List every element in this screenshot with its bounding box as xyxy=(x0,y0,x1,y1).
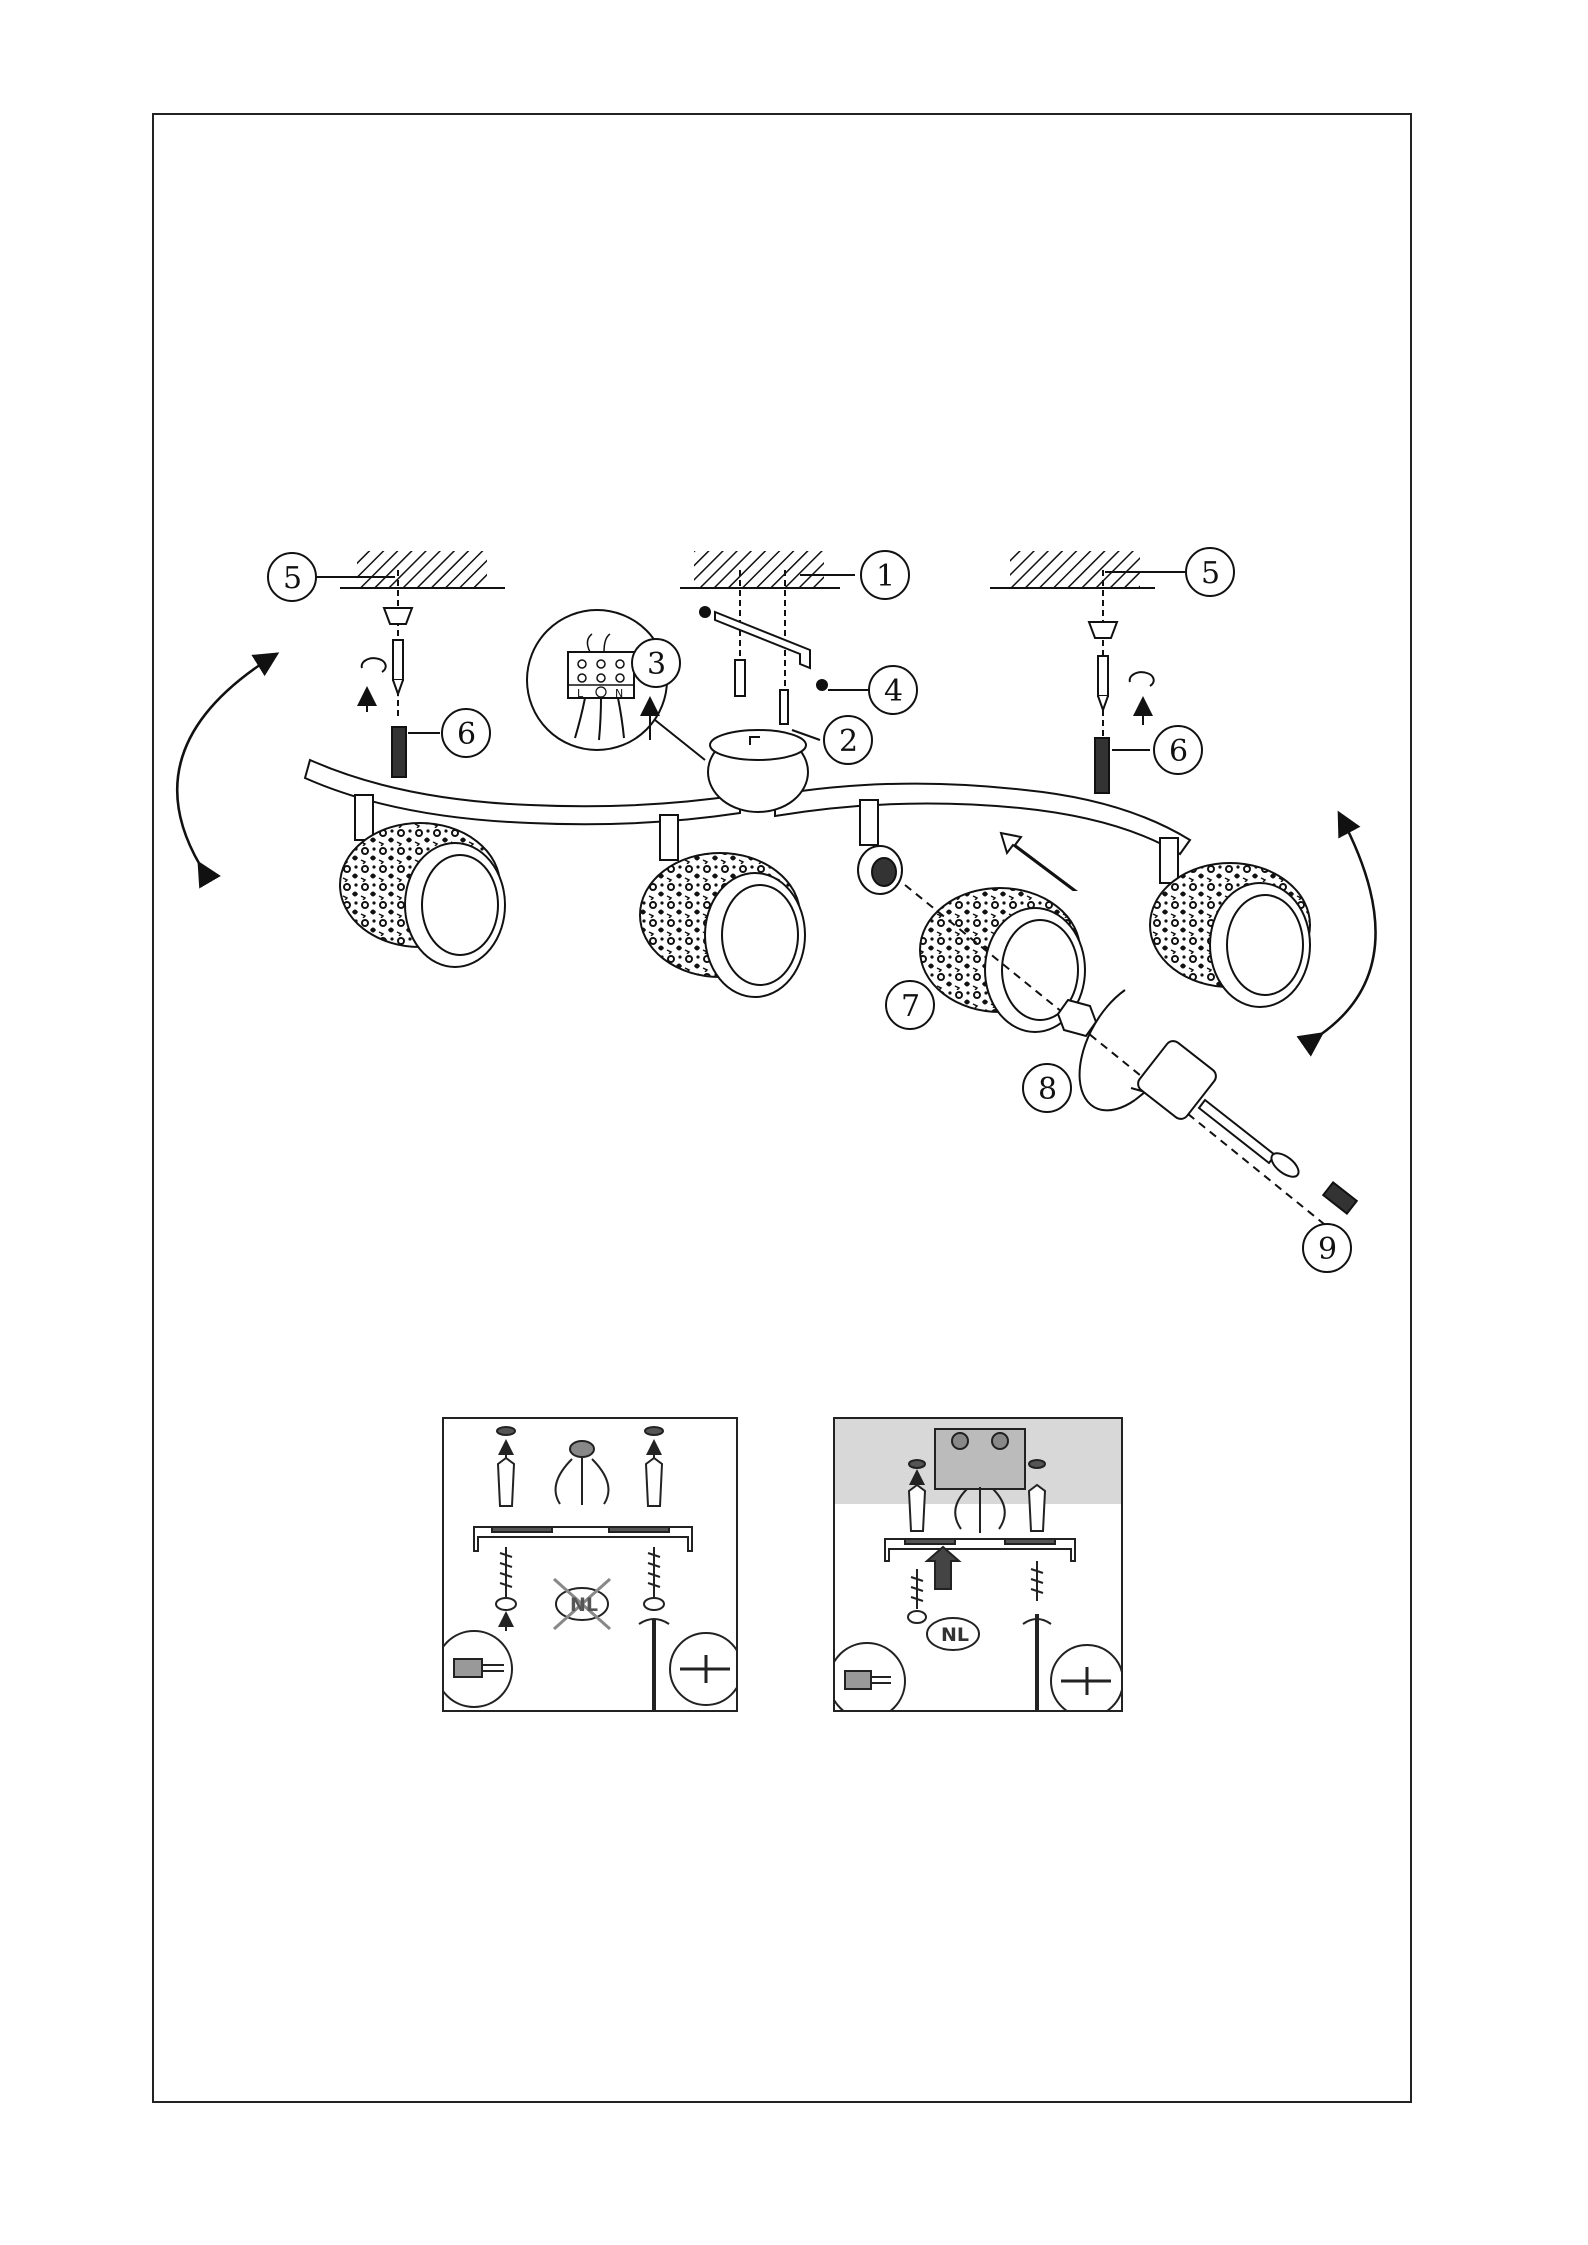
dowel-icon xyxy=(646,1458,662,1506)
screw-icon xyxy=(1031,1561,1043,1601)
svg-text:6: 6 xyxy=(1169,734,1188,769)
direct-mount-illustration: NL xyxy=(444,1419,738,1712)
drill-hole-icon xyxy=(909,1460,925,1468)
nl-badge: NL xyxy=(941,1624,969,1646)
callout-3: 3 xyxy=(632,639,680,687)
drill-hole-icon xyxy=(645,1427,663,1435)
callout-9: 9 xyxy=(1303,1224,1351,1272)
screw-icon xyxy=(911,1569,923,1609)
dowel-icon xyxy=(1029,1485,1045,1531)
callout-4: 4 xyxy=(828,666,917,714)
junction-detail: L N xyxy=(527,610,705,760)
screw-icon xyxy=(648,1547,660,1597)
svg-text:2: 2 xyxy=(839,724,858,759)
ceiling-center xyxy=(680,551,840,588)
callout-6-left: 6 xyxy=(408,709,490,757)
svg-text:1: 1 xyxy=(876,559,895,594)
left-mounting-parts xyxy=(362,570,412,777)
ceiling-right xyxy=(990,551,1155,588)
spotlight-4 xyxy=(1150,863,1310,1007)
spotlight-2 xyxy=(640,853,805,997)
svg-text:3: 3 xyxy=(647,647,666,682)
dowel-icon xyxy=(909,1485,925,1531)
spotlight-1 xyxy=(340,823,505,967)
svg-text:5: 5 xyxy=(283,561,302,596)
svg-text:5: 5 xyxy=(1201,556,1220,591)
callout-6-right: 6 xyxy=(1112,726,1202,774)
screw-icon xyxy=(500,1547,512,1597)
arrow-icon xyxy=(1001,833,1075,890)
detail-junction-box-mount: NL xyxy=(833,1417,1123,1712)
dowel-icon xyxy=(498,1458,514,1506)
nl-badge: NL xyxy=(570,1594,598,1616)
drill-hole-icon xyxy=(1029,1460,1045,1468)
junction-box-mount-illustration: NL xyxy=(835,1419,1123,1712)
drill-hole-icon xyxy=(497,1427,515,1435)
callout-8: 8 xyxy=(1023,1064,1071,1112)
terminal-n-label: N xyxy=(615,687,623,700)
terminal-l-label: L xyxy=(577,687,584,700)
svg-text:9: 9 xyxy=(1318,1232,1337,1267)
svg-text:7: 7 xyxy=(901,989,920,1024)
mounting-bracket xyxy=(700,570,827,724)
svg-text:4: 4 xyxy=(884,674,903,709)
right-mounting-parts xyxy=(1089,570,1154,793)
svg-text:8: 8 xyxy=(1038,1072,1057,1107)
main-assembly-diagram: L N xyxy=(0,0,1588,1400)
ceiling-left xyxy=(340,551,505,588)
detail-direct-mount: NL xyxy=(442,1417,738,1712)
svg-text:6: 6 xyxy=(457,717,476,752)
callout-7: 7 xyxy=(886,981,934,1029)
